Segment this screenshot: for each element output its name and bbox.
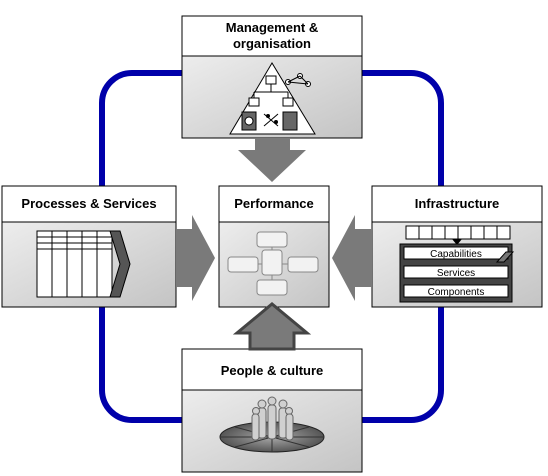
- layer-services: Services: [437, 268, 475, 279]
- performance-box: Performance: [218, 185, 330, 308]
- arrow-from-people: [232, 302, 312, 351]
- management-title-line1: Management &: [226, 20, 318, 35]
- management-box: Management & organisation: [181, 15, 363, 139]
- arrow-from-processes: [176, 215, 215, 301]
- people-group-icon: [219, 396, 325, 453]
- infrastructure-layers-icon: Capabilities Services Components: [399, 225, 515, 303]
- infrastructure-title: Infrastructure: [415, 196, 500, 211]
- people-box: People & culture: [181, 348, 363, 473]
- layer-capabilities: Capabilities: [430, 249, 482, 260]
- management-title-line2: organisation: [233, 36, 311, 51]
- org-pyramid-icon: [229, 62, 316, 135]
- layer-components: Components: [428, 287, 485, 298]
- processes-title: Processes & Services: [21, 196, 156, 211]
- infrastructure-box: Infrastructure Capabilities Services Com…: [371, 185, 543, 308]
- processes-box: Processes & Services: [1, 185, 177, 308]
- performance-title: Performance: [234, 196, 313, 211]
- performance-network-icon: [227, 231, 319, 296]
- process-chart-icon: [36, 230, 131, 298]
- arrow-from-infrastructure: [332, 215, 372, 301]
- people-title: People & culture: [221, 363, 324, 378]
- arrow-from-management: [238, 138, 306, 182]
